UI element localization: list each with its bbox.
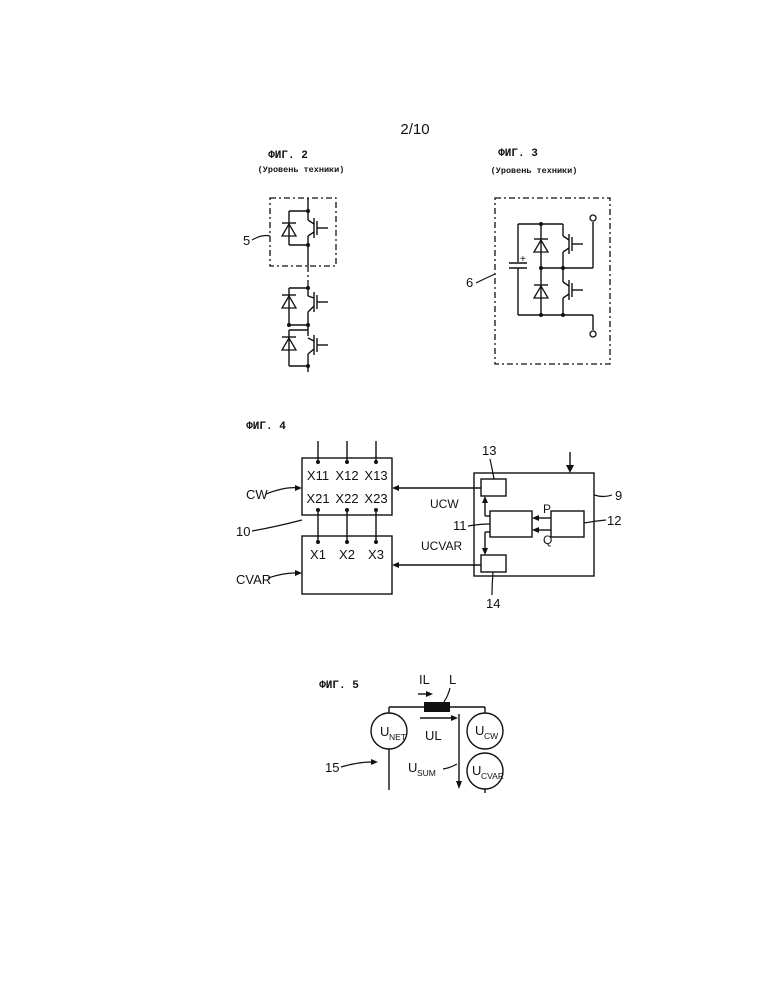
label-l: L — [449, 672, 456, 687]
fig4-title: ФИГ. 4 — [246, 421, 286, 433]
module-5-outline — [270, 198, 336, 266]
leader-6 — [476, 274, 495, 283]
label-cvar: CVAR — [236, 572, 271, 587]
fig4: ФИГ. 4 X11 X12 X13 X21 X22 X23 X1 X2 X3 … — [236, 421, 622, 611]
fig2-title: ФИГ. 2 — [268, 150, 308, 162]
leader-cw — [266, 488, 300, 494]
submodule-top — [282, 198, 328, 266]
port-x11: X11 — [307, 468, 329, 483]
submodule-bottom — [282, 285, 328, 372]
fig3-subtitle: (Уровень техники) — [491, 166, 578, 176]
terminal-icon — [590, 331, 596, 337]
label-ucw: UCW — [430, 497, 459, 511]
fig2-subtitle: (Уровень техники) — [258, 165, 345, 175]
block-11 — [490, 511, 532, 537]
port-x13: X13 — [364, 468, 387, 483]
fig3: ФИГ. 3 (Уровень техники) 6 + — [466, 148, 610, 364]
port-x22: X22 — [335, 491, 358, 506]
label-12: 12 — [607, 513, 621, 528]
port-x12: X12 — [335, 468, 358, 483]
label-11: 11 — [453, 518, 467, 533]
leader-14 — [492, 572, 493, 595]
fig3-title: ФИГ. 3 — [498, 148, 538, 160]
label-15: 15 — [325, 760, 339, 775]
converter-cvar-box — [302, 536, 392, 594]
terminal-icon — [590, 215, 596, 221]
port-x1: X1 — [310, 547, 326, 562]
label-ul: UL — [425, 728, 442, 743]
ucvar-sub: CVAR — [481, 771, 504, 781]
block-12 — [551, 511, 584, 537]
block-13 — [481, 479, 506, 496]
label-13: 13 — [482, 443, 496, 458]
ucw-sub: CW — [484, 731, 498, 741]
converter-cw-box — [302, 458, 392, 515]
fig5: ФИГ. 5 IL L UL U NET 15 U CW U CVAR — [319, 672, 504, 793]
ucvar-main: U — [472, 763, 481, 778]
inductor-icon — [424, 702, 450, 712]
fig2: ФИГ. 2 (Уровень техники) 5 — [243, 150, 344, 372]
label-cw: CW — [246, 487, 268, 502]
port-x21: X21 — [306, 491, 329, 506]
page-number: 2/10 — [400, 121, 429, 138]
label-5: 5 — [243, 233, 250, 248]
ucw-main: U — [475, 723, 484, 738]
label-14: 14 — [486, 596, 500, 611]
leader-5 — [252, 236, 270, 241]
label-9: 9 — [615, 488, 622, 503]
fig5-title: ФИГ. 5 — [319, 680, 359, 692]
port-x2: X2 — [339, 547, 355, 562]
unet-sub: NET — [389, 732, 406, 742]
label-10: 10 — [236, 524, 250, 539]
label-il: IL — [419, 672, 430, 687]
port-x23: X23 — [364, 491, 387, 506]
label-p: P — [543, 502, 551, 516]
port-x3: X3 — [368, 547, 384, 562]
usum-sub: SUM — [417, 768, 436, 778]
label-6: 6 — [466, 275, 473, 290]
leader-9 — [594, 495, 612, 497]
usum-main: U — [408, 760, 417, 775]
leader-10 — [252, 520, 302, 531]
unet-main: U — [380, 724, 389, 739]
label-q: Q — [543, 533, 552, 547]
block-14 — [481, 555, 506, 572]
capacitor-plus: + — [520, 254, 526, 265]
label-ucvar: UCVAR — [421, 539, 462, 553]
